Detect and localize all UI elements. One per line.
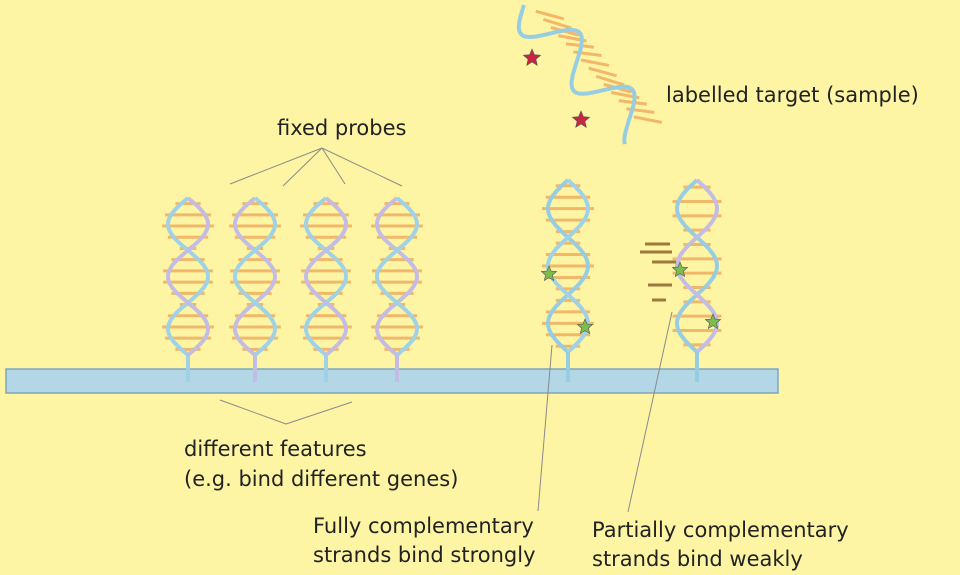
fixed-probe-4-strand-back: [374, 196, 420, 357]
features-brace-right: [285, 401, 353, 425]
red-star-icon: [522, 48, 542, 66]
fully-complementary-label-line2: strands bind strongly: [313, 543, 536, 567]
target-base: [580, 58, 610, 67]
fully-complementary-label-line1: Fully complementary: [313, 514, 534, 538]
labelled-target-strand: [516, 4, 663, 145]
array-substrate: [5, 368, 779, 394]
leader-lines: [219, 147, 673, 513]
features-label-line2: (e.g. bind different genes): [184, 467, 458, 491]
target-base: [542, 17, 572, 30]
green-star-icon: [704, 313, 722, 330]
fixed-probe-3-strand-front: [303, 196, 349, 357]
green-star-icon: [671, 261, 689, 278]
fixed-probe-2-strand-back: [232, 196, 278, 357]
fixed-probe-4: [371, 196, 423, 382]
fully-complementary-leader: [537, 344, 553, 512]
green-star-icon: [576, 318, 594, 335]
fixed-probe-2: [229, 196, 281, 382]
fixed-probe-1: [162, 196, 214, 382]
target-base: [535, 9, 565, 21]
fixed-probe-2-strand-front: [232, 196, 278, 357]
target-base: [633, 115, 663, 124]
fully-complementary-probe-strand-back: [545, 178, 591, 354]
helix-layer: [162, 4, 722, 382]
partially-complementary-probe: [672, 178, 722, 382]
fully-complementary-probe-strand-front: [545, 178, 591, 354]
fixed-probe-4-strand-front: [374, 196, 420, 357]
fixed-probe-1-strand-back: [165, 196, 211, 357]
target-base: [588, 66, 617, 78]
fixed-probes-leader-3: [321, 147, 346, 185]
labelled-target-label: labelled target (sample): [666, 83, 919, 107]
red-star-icon: [571, 110, 591, 128]
fixed-probes-label: fixed probes: [277, 116, 406, 140]
partially-complementary-probe-strand-back: [674, 178, 720, 354]
fixed-probe-3: [300, 196, 352, 382]
green-star-icon: [540, 265, 558, 282]
fixed-probes-leader-1: [229, 147, 323, 185]
fixed-probe-1-strand-front: [165, 196, 211, 357]
partially-complementary-label-line1: Partially complementary: [592, 518, 849, 542]
partially-complementary-label-line2: strands bind weakly: [592, 547, 803, 571]
fixed-probes-leader-4: [321, 147, 403, 187]
features-brace-left: [219, 399, 287, 425]
target-base: [595, 74, 625, 87]
target-strand-backbone: [516, 4, 637, 145]
fixed-probe-3-strand-back: [303, 196, 349, 357]
fully-complementary-probe: [542, 178, 594, 382]
partially-complementary-leader: [627, 311, 673, 513]
fixed-probes-leader-2: [282, 147, 323, 187]
partially-complementary-probe-strand-front: [674, 178, 720, 354]
features-label-line1: different features: [184, 437, 367, 461]
